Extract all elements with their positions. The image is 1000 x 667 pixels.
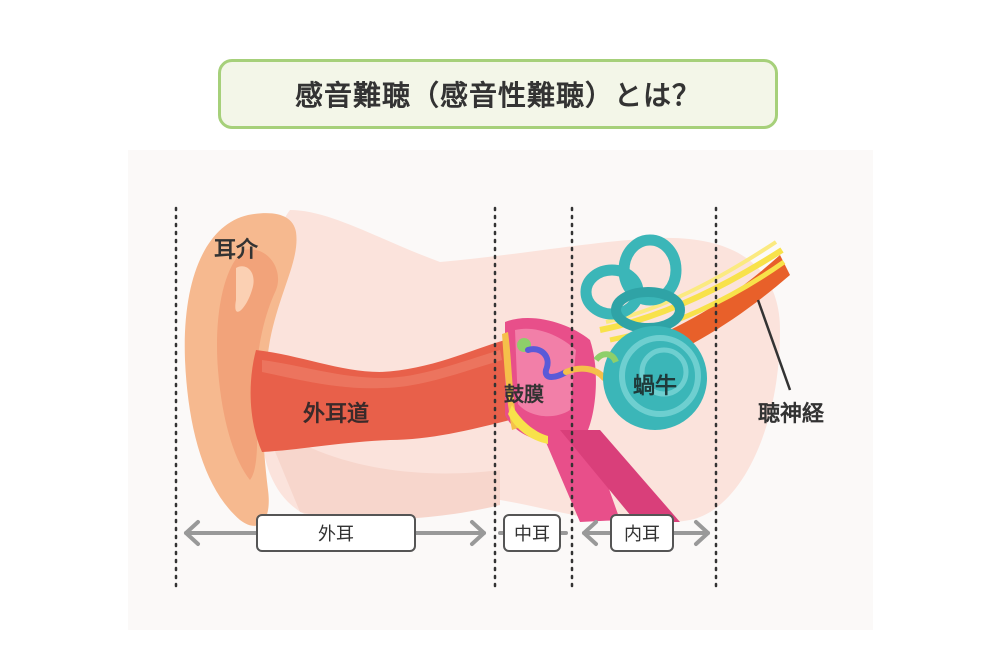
- cochlea-spiral-1: [619, 335, 701, 417]
- label-pinna: 耳介: [214, 238, 259, 263]
- pinna-inner: [217, 249, 279, 480]
- label-ear-canal: 外耳道: [303, 402, 370, 427]
- section-outer-ear: 外耳: [256, 514, 416, 552]
- ossicle-stapes: [563, 365, 607, 381]
- pinna-helix: [235, 266, 254, 312]
- section-middle-ear: 中耳: [503, 514, 561, 552]
- semicircular-canal-2: [618, 234, 682, 306]
- eustachian-tube: [560, 430, 680, 522]
- section-inner-ear: 内耳: [610, 514, 674, 552]
- label-cochlea: 蝸牛: [633, 374, 678, 399]
- ossicle-incus: [525, 346, 569, 380]
- head-tissue-lower: [262, 420, 500, 520]
- nerve-pointer-line: [756, 299, 792, 391]
- cochlea-spiral-2: [639, 347, 689, 397]
- eardrum-yellow: [508, 405, 548, 444]
- eardrum-shape: [502, 332, 518, 430]
- ear-canal-highlight: [262, 350, 502, 389]
- cochlea-link: [593, 351, 619, 364]
- label-eardrum: 鼓膜: [504, 382, 544, 406]
- label-auditory-nerve: 聴神経: [758, 402, 825, 427]
- title-box: 感音難聴（感音性難聴）とは？: [218, 59, 778, 129]
- page-title: 感音難聴（感音性難聴）とは？: [294, 79, 701, 112]
